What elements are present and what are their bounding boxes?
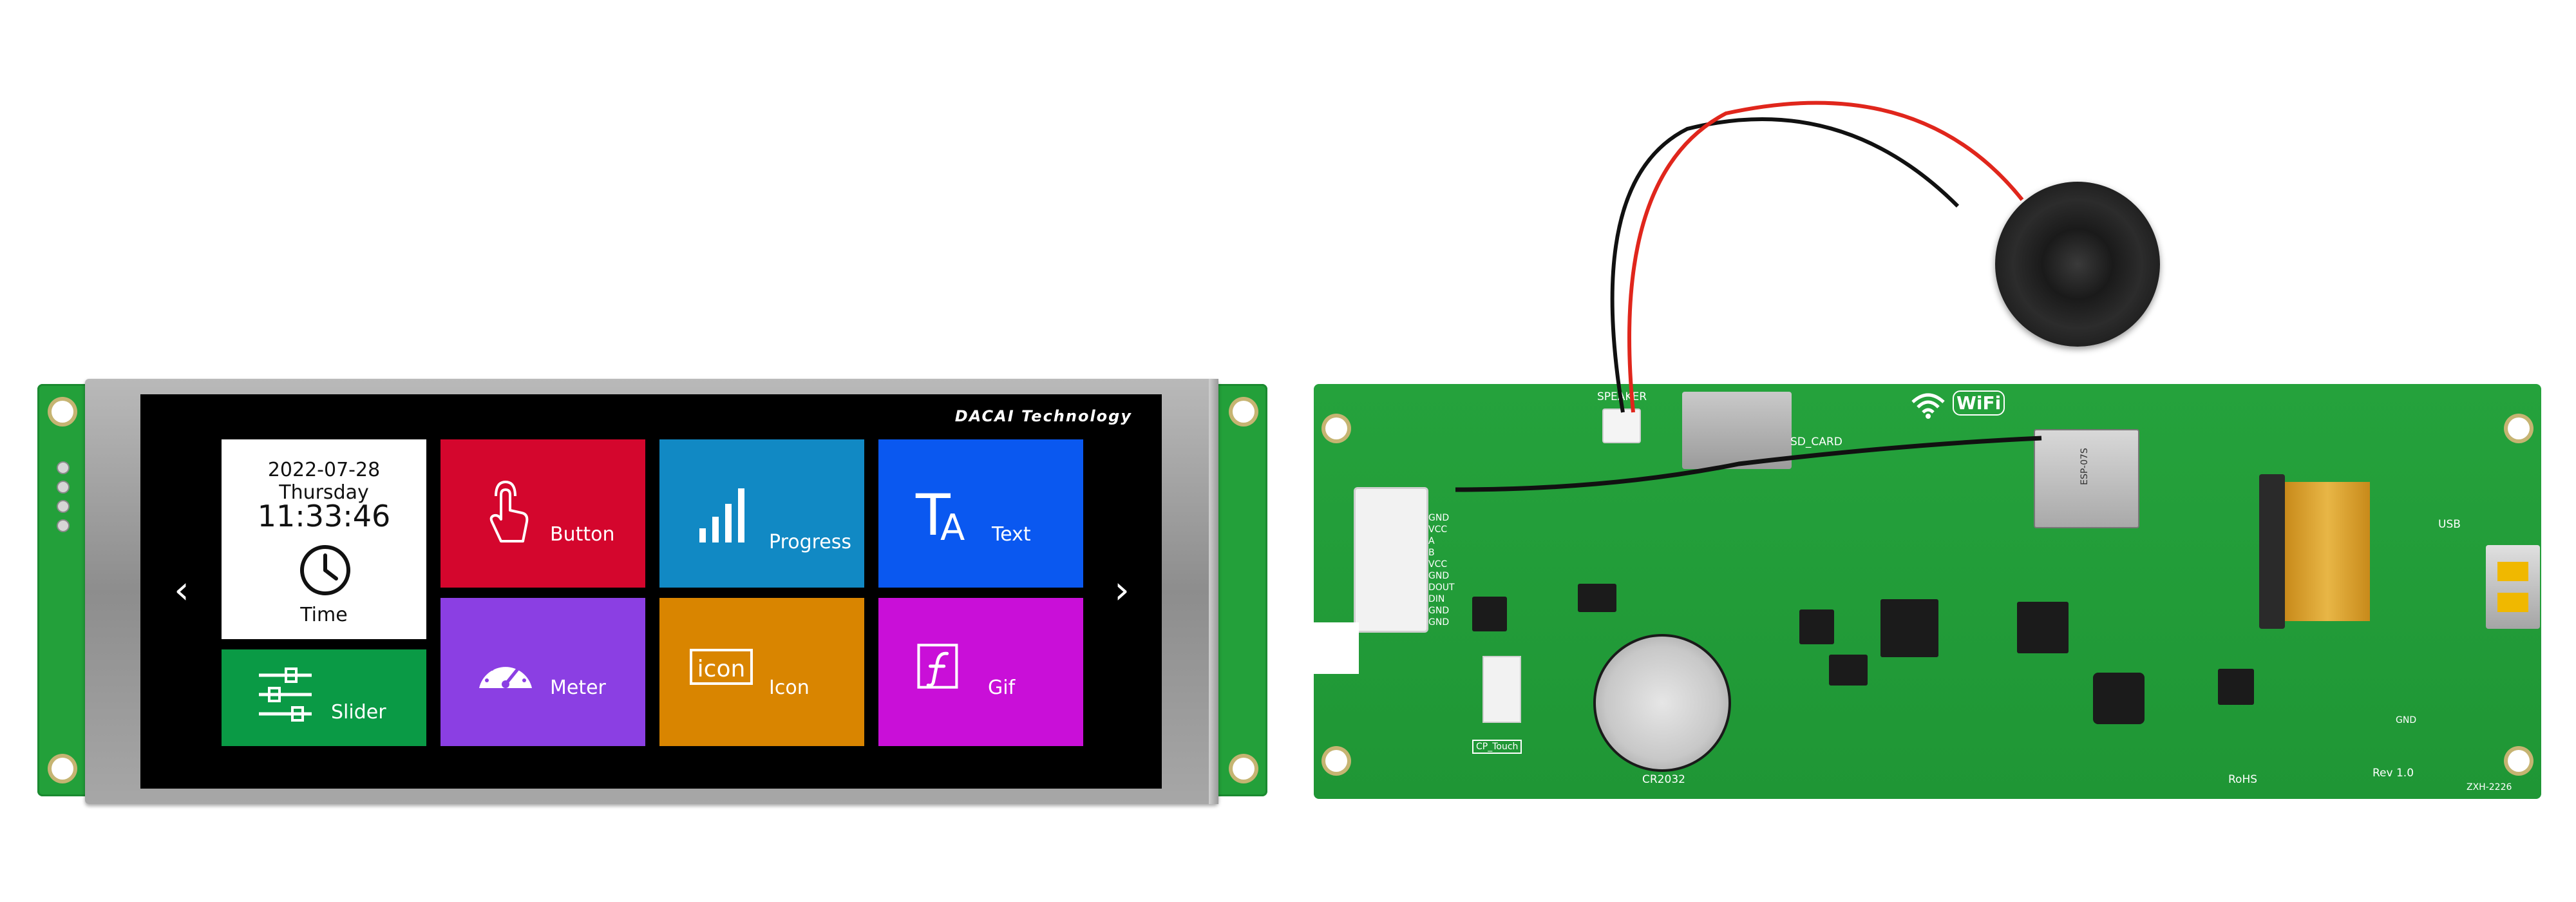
ic-chip bbox=[1829, 655, 1868, 686]
progress-tile-label: Progress bbox=[769, 531, 852, 553]
speaker bbox=[1995, 182, 2160, 347]
next-page-arrow[interactable]: › bbox=[1114, 568, 1130, 613]
ic-chip bbox=[2017, 602, 2069, 653]
wifi-label: WiFi bbox=[1953, 390, 2005, 416]
connector-pin-label: GND bbox=[1428, 606, 1450, 616]
connector-pin-label: VCC bbox=[1428, 524, 1448, 535]
mount-hole bbox=[1233, 758, 1255, 780]
mount-hole bbox=[2508, 750, 2530, 772]
gif-tile[interactable]: Gif bbox=[878, 598, 1083, 746]
svg-text:T: T bbox=[915, 482, 951, 548]
board-cutout bbox=[1314, 622, 1359, 674]
connector-pin-label: VCC bbox=[1428, 559, 1448, 570]
ic-chip bbox=[1578, 584, 1616, 612]
gnd-label: GND bbox=[2396, 715, 2417, 725]
coin-battery-holder bbox=[1593, 634, 1731, 772]
slider-tile[interactable]: Slider bbox=[222, 649, 426, 746]
icon-box-icon: icon bbox=[690, 649, 753, 685]
connector-pin-label: GND bbox=[1428, 571, 1450, 581]
clock-icon bbox=[300, 545, 350, 595]
connector-pin-label: GND bbox=[1428, 513, 1450, 523]
ic-chip bbox=[2093, 673, 2145, 724]
speaker-connector bbox=[1602, 408, 1641, 443]
sd-card-label: SD_CARD bbox=[1790, 436, 1842, 448]
module-label: ESP-07S bbox=[2079, 448, 2090, 485]
debug-pads bbox=[57, 461, 70, 532]
ic-chip bbox=[1799, 609, 1834, 644]
rohs-label: RoHS bbox=[2228, 773, 2258, 786]
revision-label: Rev 1.0 bbox=[2372, 767, 2414, 780]
clock-text: 11:33:46 bbox=[257, 499, 391, 533]
usb-label: USB bbox=[2438, 518, 2461, 531]
ic-chip bbox=[1472, 597, 1507, 631]
prev-page-arrow[interactable]: ‹ bbox=[174, 568, 189, 613]
icon-tile[interactable]: icon Icon bbox=[659, 598, 864, 746]
mount-hole bbox=[1325, 417, 1347, 439]
ic-chip bbox=[1880, 599, 1938, 657]
mount-hole bbox=[1233, 401, 1255, 423]
connector-pin-label: GND bbox=[1428, 617, 1450, 628]
brand-label: DACAI Technology bbox=[954, 407, 1132, 425]
mount-hole bbox=[1325, 750, 1347, 772]
text-tile[interactable]: T A Text bbox=[878, 439, 1083, 588]
text-ta-icon: T A bbox=[915, 482, 965, 548]
slider-tile-label: Slider bbox=[331, 701, 386, 724]
progress-tile[interactable]: Progress bbox=[659, 439, 864, 588]
mount-hole bbox=[2508, 417, 2530, 439]
part-number-label: ZXH-2226 bbox=[2467, 782, 2512, 792]
touch-hand-icon bbox=[489, 480, 529, 542]
fpc-cable bbox=[2285, 482, 2370, 621]
gauge-icon bbox=[479, 662, 532, 688]
button-tile[interactable]: Button bbox=[440, 439, 645, 588]
flash-f-icon bbox=[917, 644, 958, 689]
esp-module bbox=[2034, 429, 2139, 528]
text-tile-label: Text bbox=[992, 523, 1031, 546]
connector-pin-label: DIN bbox=[1428, 594, 1445, 604]
connector-pin-label: A bbox=[1428, 536, 1435, 546]
serial-connector bbox=[1354, 487, 1428, 633]
date-text: 2022-07-28 Thursday bbox=[267, 459, 381, 504]
gif-tile-label: Gif bbox=[988, 676, 1016, 699]
fpc-ribbon bbox=[2259, 474, 2285, 629]
button-tile-label: Button bbox=[550, 523, 615, 546]
meter-tile-label: Meter bbox=[550, 676, 606, 699]
touch-connector-label: CP_Touch bbox=[1472, 740, 1522, 754]
usb-port bbox=[2486, 545, 2540, 629]
slider-icon bbox=[259, 667, 312, 722]
time-tile[interactable]: 2022-07-28 Thursday 11:33:46 Time bbox=[222, 439, 426, 639]
svg-text:A: A bbox=[940, 507, 965, 548]
mount-hole bbox=[52, 401, 73, 423]
battery-label: CR2032 bbox=[1642, 773, 1685, 786]
meter-tile[interactable]: Meter bbox=[440, 598, 645, 746]
wifi-icon bbox=[1911, 393, 1945, 419]
time-label: Time bbox=[300, 604, 348, 626]
svg-text:icon: icon bbox=[697, 656, 746, 682]
mount-hole bbox=[52, 758, 73, 780]
sd-card-slot bbox=[1682, 392, 1792, 469]
touch-connector bbox=[1482, 656, 1521, 723]
connector-pin-label: B bbox=[1428, 548, 1435, 558]
ic-chip bbox=[2218, 669, 2254, 705]
lcd-screen: DACAI Technology ‹ › 2022-07-28 Thursday… bbox=[140, 394, 1162, 789]
speaker-label: SPEAKER bbox=[1597, 390, 1647, 403]
connector-pin-label: DOUT bbox=[1428, 582, 1455, 593]
icon-tile-label: Icon bbox=[769, 676, 810, 699]
signal-bars-icon bbox=[699, 488, 744, 542]
